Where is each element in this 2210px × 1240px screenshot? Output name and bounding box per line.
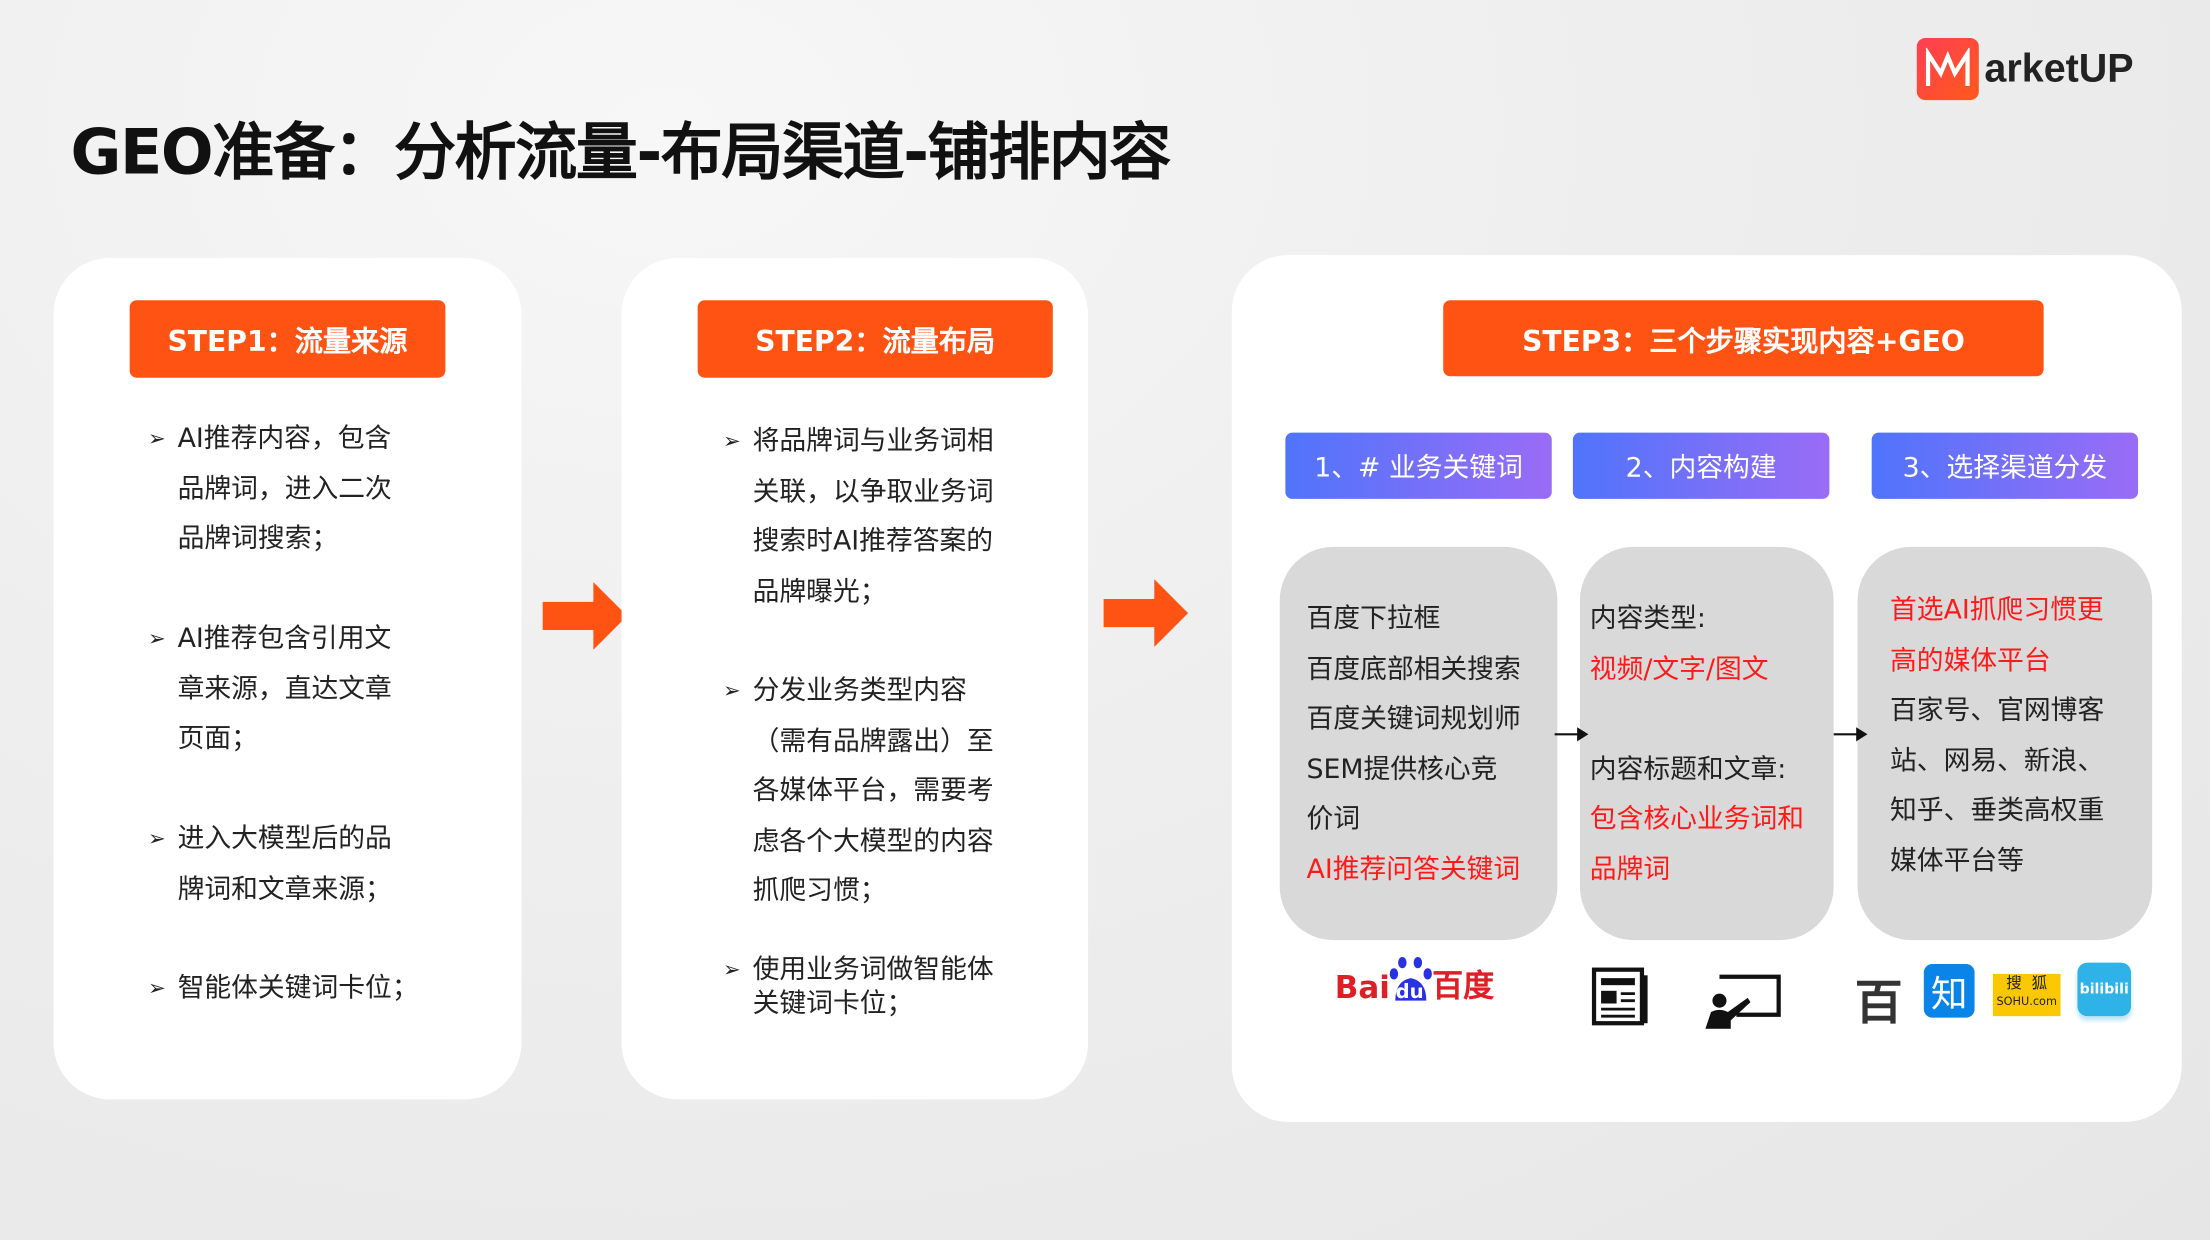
bullet-line: 品牌词，进入二次 xyxy=(177,472,392,504)
marketup-logo: arketUP xyxy=(1916,38,2134,101)
bullet-line: 关联，以争取业务词 xyxy=(752,475,994,507)
sohu-char: 狐 xyxy=(2031,973,2048,993)
bullet-line: 智能体关键词卡位； xyxy=(177,972,419,1004)
bullet-line: 各媒体平台，需要考 xyxy=(752,775,994,807)
content-title-label: 内容标题和文章: xyxy=(1589,753,1787,785)
content-box xyxy=(1579,546,1834,941)
bullet-arrow-icon: ➢ xyxy=(723,428,741,454)
bullet-arrow-icon: ➢ xyxy=(723,956,741,983)
presentation-icon xyxy=(1705,974,1781,1029)
keyword-box xyxy=(1279,546,1558,941)
bullet-line: 品牌曝光； xyxy=(752,576,887,608)
channel-list: 首选AI抓爬习惯更 高的媒体平台 百家号、官网博客 站、网易、新浪、 知乎、垂类… xyxy=(1890,586,2104,887)
pill-channels: 3、选择渠道分发 xyxy=(1871,432,2139,499)
bullet-line: AI推荐内容，包含 xyxy=(177,422,392,454)
sohu-icon: 搜 狐 SOHU.com xyxy=(1992,973,2061,1017)
bullet-line: 品牌词搜索； xyxy=(177,523,339,555)
step2-card xyxy=(621,257,1089,1100)
arrow-right-icon xyxy=(542,582,628,650)
small-arrow-icon xyxy=(1554,727,1589,742)
bullet-arrow-icon: ➢ xyxy=(147,425,166,452)
small-arrow-icon xyxy=(1833,727,1868,742)
bullet-item: ➢ 使用业务词做智能体关键词卡位； xyxy=(723,953,994,1021)
baidu-logo: Bai du 百度 xyxy=(1334,956,1495,1007)
bullet-arrow-icon: ➢ xyxy=(147,825,166,852)
content-type-label: 内容类型: xyxy=(1589,603,1706,635)
bullet-line: 搜索时AI推荐答案的 xyxy=(752,525,994,557)
content-title-value: 品牌词 xyxy=(1589,854,1671,886)
content-title-value: 包含核心业务词和 xyxy=(1589,803,1805,835)
keyword-line: 价词 xyxy=(1306,803,1361,835)
channel-highlight: 首选AI抓爬习惯更 xyxy=(1890,594,2104,626)
baidu-cn-text: 百度 xyxy=(1432,969,1495,1005)
channel-line: 媒体平台等 xyxy=(1890,845,2024,877)
bullet-line: 使用业务词做智能体 xyxy=(752,954,994,986)
bullet-item: ➢ 将品牌词与业务词相关联，以争取业务词搜索时AI推荐答案的品牌曝光； xyxy=(723,417,994,618)
keyword-line: 百度底部相关搜索 xyxy=(1306,653,1521,685)
bullet-item: ➢ 智能体关键词卡位； xyxy=(148,964,419,1014)
keyword-line: 百度下拉框 xyxy=(1306,603,1441,635)
bullet-item: ➢ AI推荐包含引用文章来源，直达文章页面； xyxy=(148,614,392,764)
content-type-value: 视频/文字/图文 xyxy=(1589,653,1769,685)
logo-text: arketUP xyxy=(1984,46,2134,91)
bullet-line: 牌词和文章来源； xyxy=(177,873,392,905)
keyword-line: SEM提供核心竞 xyxy=(1306,753,1498,785)
step1-card xyxy=(53,257,522,1100)
content-list: 内容类型: 视频/文字/图文 内容标题和文章: 包含核心业务词和 品牌词 xyxy=(1590,595,1804,896)
sohu-domain: SOHU.com xyxy=(1996,995,2057,1008)
bullet-line: AI推荐包含引用文 xyxy=(177,622,392,654)
keyword-highlight: AI推荐问答关键词 xyxy=(1306,854,1521,886)
channel-line: 站、网易、新浪、 xyxy=(1890,745,2105,777)
bullet-item: ➢ 分发业务类型内容 （需有品牌露出）至各媒体平台，需要考虑各个大模型的内容抓爬习惯… xyxy=(723,667,994,918)
baidu-text: Bai xyxy=(1334,971,1390,1007)
bullet-line: 抓爬习惯； xyxy=(752,875,887,907)
bullet-arrow-icon: ➢ xyxy=(723,677,741,704)
baijiahao-icon: 百 xyxy=(1854,975,1903,1032)
bullet-line: 关键词卡位； xyxy=(752,987,914,1019)
bullet-line: （需有品牌露出）至 xyxy=(752,725,994,757)
bullet-item: ➢ AI推荐内容，包含品牌词，进入二次品牌词搜索； xyxy=(148,414,392,564)
sohu-char: 搜 xyxy=(2006,973,2022,993)
bullet-line: 页面； xyxy=(177,723,258,755)
pill-keywords: 1、# 业务关键词 xyxy=(1285,432,1552,499)
baidu-paw-icon: du xyxy=(1389,956,1433,1007)
bullet-line: 章来源，直达文章 xyxy=(177,673,392,705)
baidu-du: du xyxy=(1395,980,1424,1004)
keyword-line: 百度关键词规划师 xyxy=(1306,703,1521,735)
pill-content: 2、内容构建 xyxy=(1572,432,1830,499)
step2-badge: STEP2：流量布局 xyxy=(697,300,1053,378)
step3-badge: STEP3：三个步骤实现内容+GEO xyxy=(1443,300,2044,377)
channel-line: 知乎、垂类高权重 xyxy=(1890,795,2105,827)
bilibili-icon: bilibili xyxy=(2077,962,2132,1017)
bullet-arrow-icon: ➢ xyxy=(147,625,166,652)
bullet-item: ➢ 进入大模型后的品牌词和文章来源； xyxy=(148,815,392,915)
page-title: GEO准备：分析流量-布局渠道-铺排内容 xyxy=(70,116,1171,189)
bullet-line: 进入大模型后的品 xyxy=(177,823,392,855)
newspaper-icon xyxy=(1591,967,1648,1026)
bullet-line: 分发业务类型内容 xyxy=(752,675,967,707)
channel-highlight: 高的媒体平台 xyxy=(1890,644,2051,676)
logo-m-icon xyxy=(1916,38,1979,101)
bullet-arrow-icon: ➢ xyxy=(147,975,166,1001)
bullet-line: 虑各个大模型的内容 xyxy=(752,825,994,857)
keyword-list: 百度下拉框 百度底部相关搜索 百度关键词规划师 SEM提供核心竞 价词 AI推荐… xyxy=(1307,595,1521,896)
channel-box xyxy=(1857,546,2153,941)
zhihu-icon: 知 xyxy=(1923,964,1975,1018)
step1-badge: STEP1：流量来源 xyxy=(129,300,446,378)
arrow-right-icon xyxy=(1103,579,1189,647)
channel-line: 百家号、官网博客 xyxy=(1890,695,2105,727)
bullet-line: 将品牌词与业务词相 xyxy=(752,425,994,457)
